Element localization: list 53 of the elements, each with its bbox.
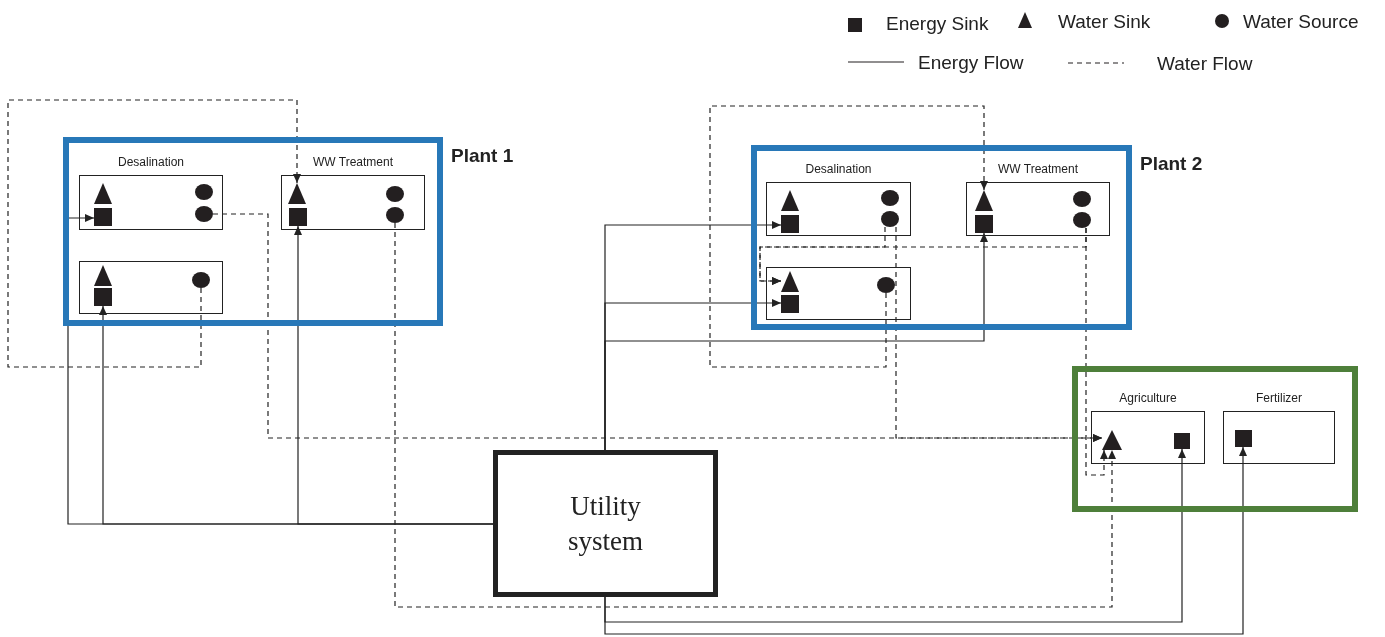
- unit-heading: Desalination: [805, 162, 872, 176]
- unit-box: [766, 267, 911, 320]
- water-flow-arrow: [709, 105, 988, 368]
- water-flow-arrow: [895, 226, 1103, 442]
- utility-system-box: [493, 450, 718, 597]
- unit-heading: Desalination: [118, 155, 184, 169]
- legend-label: Water Flow: [1157, 53, 1253, 75]
- energy-sink-square: [94, 208, 112, 226]
- energy-flow-arrow: [604, 232, 988, 451]
- plant-label: Plant 1: [451, 145, 514, 167]
- water-source-circle: [195, 184, 213, 200]
- unit-box: [79, 261, 223, 314]
- water-sink-triangle: [288, 183, 306, 204]
- water-flow-arrow: [1085, 227, 1108, 476]
- energy-flow-arrow: [294, 225, 494, 525]
- water-sink-triangle: [1102, 430, 1122, 450]
- unit-heading: WW Treatment: [998, 162, 1078, 176]
- water-sink-triangle: [94, 265, 112, 286]
- legend-label: Water Sink: [1058, 11, 1151, 33]
- energy-flow-arrow: [604, 446, 1247, 635]
- energy-sink-square: [1174, 433, 1190, 449]
- unit-heading: Fertilizer: [1256, 391, 1302, 405]
- water-flow-arrow: [759, 226, 886, 285]
- water-source-circle: [195, 206, 213, 222]
- energy-sink-square: [781, 295, 799, 313]
- water-source-circle: [877, 277, 895, 293]
- energy-sink-square: [94, 288, 112, 306]
- water-flow-arrow: [7, 99, 301, 368]
- water-source-circle: [1073, 191, 1091, 207]
- group-boundary-box: [1072, 366, 1358, 512]
- water-source-circle: [386, 207, 404, 223]
- utility-system-label: Utility system: [567, 489, 644, 558]
- plant-label: Plant 2: [1140, 153, 1203, 175]
- water-source-circle: [881, 211, 899, 227]
- water-sink-triangle: [781, 190, 799, 211]
- energy-sink-square: [289, 208, 307, 226]
- water-source-circle: [1073, 212, 1091, 228]
- water-flow-arrow: [394, 222, 1116, 608]
- water-sink-triangle: [94, 183, 112, 204]
- energy-sink-square: [975, 215, 993, 233]
- legend-label: Energy Sink: [886, 13, 989, 35]
- unit-heading: WW Treatment: [313, 155, 393, 169]
- energy-sink-square: [781, 215, 799, 233]
- water-sink-triangle: [975, 190, 993, 211]
- unit-heading: Agriculture: [1119, 391, 1177, 405]
- energy-flow-arrow: [604, 448, 1186, 623]
- legend-label: Energy Flow: [918, 52, 1024, 74]
- water-sink-triangle: [781, 271, 799, 292]
- water-source-circle: [386, 186, 404, 202]
- energy-sink-square: [1235, 430, 1252, 447]
- water-source-circle: [881, 190, 899, 206]
- legend-label: Water Source: [1243, 11, 1359, 33]
- water-source-circle: [192, 272, 210, 288]
